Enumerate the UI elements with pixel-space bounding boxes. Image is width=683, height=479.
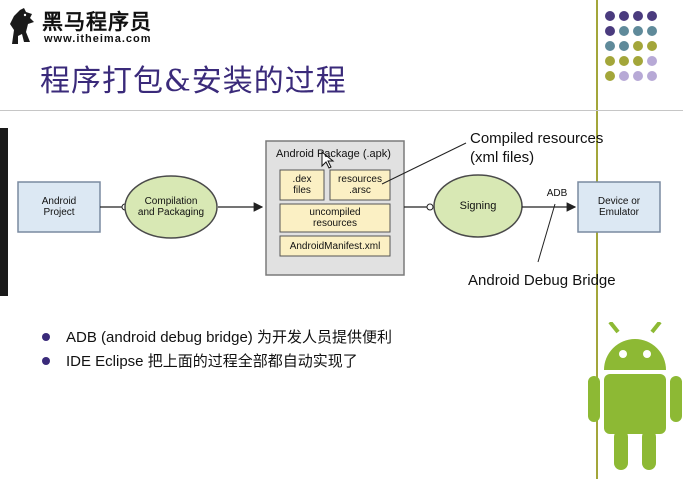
android-robot-icon — [588, 322, 682, 470]
build-process-diagram — [17, 140, 661, 276]
title-divider — [0, 110, 683, 111]
decor-dot — [633, 56, 643, 66]
compiled-resources-callout: Compiled resources (xml files) — [470, 130, 604, 166]
bullet-text: IDE Eclipse 把上面的过程全部都自动实现了 — [66, 353, 358, 370]
dex-files-label: .dex files — [292, 174, 312, 196]
decor-dot — [619, 11, 629, 21]
signing-label: Signing — [459, 200, 497, 212]
decor-dot — [605, 41, 615, 51]
decor-dot — [647, 11, 657, 21]
decor-dot — [619, 71, 629, 81]
device-label: Device or Emulator — [597, 196, 641, 218]
uncompiled-resources-label: uncompiled resources — [309, 207, 361, 229]
decor-dot — [633, 26, 643, 36]
bullet-dot-icon — [42, 333, 50, 341]
accent-vertical-line — [596, 0, 598, 479]
compilation-ellipse — [124, 175, 218, 239]
horse-logo-icon — [10, 8, 34, 44]
decor-dot — [605, 11, 615, 21]
decor-dot — [619, 56, 629, 66]
resources-arsc-cell — [329, 169, 391, 201]
manifest-label: AndroidManifest.xml — [289, 240, 381, 252]
manifest-cell — [279, 235, 391, 257]
dot-grid-icon — [605, 11, 657, 81]
bullet-text: ADB (android debug bridge) 为开发人员提供便利 — [66, 329, 392, 346]
bullet-dot-icon — [42, 357, 50, 365]
left-edge-bar — [0, 128, 8, 296]
decor-dot — [647, 56, 657, 66]
decor-dot — [605, 56, 615, 66]
decor-dot — [619, 41, 629, 51]
device-box — [577, 181, 661, 233]
logo-url: www.itheima.com — [44, 33, 152, 45]
apk-package-title: Android Package (.apk) — [276, 148, 391, 160]
decor-dot — [647, 71, 657, 81]
callout-line-adb — [537, 203, 556, 263]
logo-name: 黑马程序员 — [42, 10, 152, 34]
adb-edge-label: ADB — [546, 187, 568, 199]
decor-dot — [633, 41, 643, 51]
compilation-label: Compilation and Packaging — [137, 196, 205, 218]
decor-dot — [633, 11, 643, 21]
android-project-box — [17, 181, 101, 233]
decor-dot — [633, 71, 643, 81]
logo: 黑马程序员 www.itheima.com — [4, 2, 194, 48]
decor-dot — [605, 71, 615, 81]
uncompiled-resources-cell — [279, 203, 391, 233]
debug-bridge-callout: Android Debug Bridge — [468, 271, 616, 289]
decor-dot — [605, 26, 615, 36]
callout-line-compiled — [381, 142, 467, 185]
decor-dot — [647, 41, 657, 51]
android-project-label: Android Project — [41, 196, 77, 218]
resources-arsc-label: resources .arsc — [338, 174, 382, 196]
cursor-icon — [321, 150, 335, 169]
slide-title: 程序打包&安装的过程 — [40, 64, 347, 99]
dex-files-cell — [279, 169, 325, 201]
decor-dot — [619, 26, 629, 36]
decor-dot — [647, 26, 657, 36]
signing-ellipse — [433, 174, 523, 238]
